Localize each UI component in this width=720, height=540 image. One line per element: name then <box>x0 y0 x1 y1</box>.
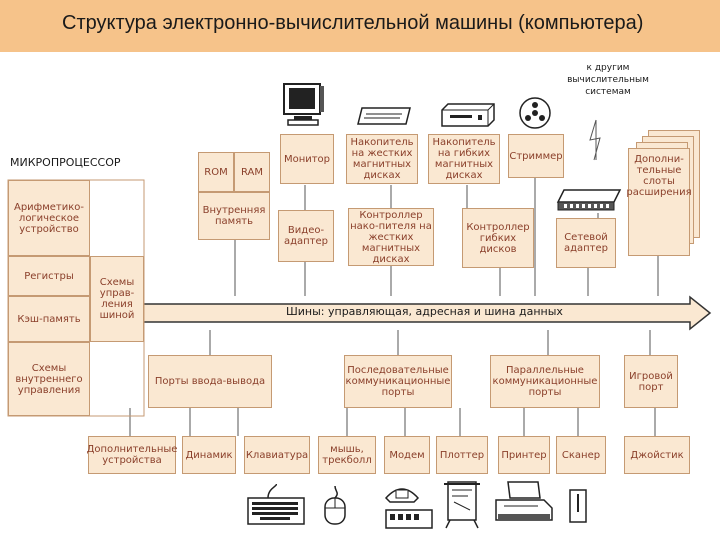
keyboard-icon <box>247 484 305 525</box>
fdd-icon <box>441 103 495 127</box>
hdd-controller-label: Контроллер нако-пителя на жестких магнит… <box>350 209 432 265</box>
bus-control-block: Схемы управ-ления шиной <box>90 256 144 342</box>
internal-control-label: Схемы внутреннего управления <box>15 362 83 396</box>
parallel-ports-label: Параллельные коммуникационные порты <box>492 365 598 398</box>
game-port-block: Игровой порт <box>624 355 678 408</box>
internal-memory-label: Внутренняя память <box>202 205 266 227</box>
microprocessor-label: МИКРОПРОЦЕССОР <box>10 156 121 169</box>
modem-icon <box>384 488 433 529</box>
fdd-controller-label: Контроллер гибких дисков <box>466 221 530 255</box>
fdd-label: Накопитель на гибких магнитных дисках <box>432 137 496 181</box>
io-ports-block: Порты ввода-вывода <box>148 355 272 408</box>
ram-label: RAM <box>240 166 263 178</box>
network-label: к другим вычислительным системам <box>567 63 649 97</box>
monitor-icon <box>283 83 324 126</box>
scanner-label: Сканер <box>561 449 601 461</box>
network-adapter-label: Сетевой адаптер <box>563 232 609 254</box>
rom-label: ROM <box>204 166 228 178</box>
registers-label: Регистры <box>24 270 74 282</box>
hdd-controller-block: Контроллер нако-пителя на жестких магнит… <box>348 208 434 266</box>
mouse-block: мышь, трекболл <box>318 436 376 474</box>
video-adapter-label: Видео-адаптер <box>283 225 329 247</box>
extra-slots-block: Дополни-тельные слоты расширения <box>626 148 692 256</box>
plotter-label: Плоттер <box>439 449 485 461</box>
registers-block: Регистры <box>8 256 90 296</box>
mouse-label: мышь, трекболл <box>322 444 372 466</box>
hdd-icon <box>357 107 411 125</box>
page-title: Структура электронно-вычислительной маши… <box>62 12 644 34</box>
extra-devices-block: Дополнительные устройства <box>86 436 178 474</box>
extra-devices-label: Дополнительные устройства <box>86 444 178 466</box>
modem-block: Модем <box>384 436 430 474</box>
speaker-label: Динамик <box>185 449 233 461</box>
monitor-block: Монитор <box>280 134 334 184</box>
scanner-block: Сканер <box>556 436 606 474</box>
fdd-controller-block: Контроллер гибких дисков <box>462 208 534 268</box>
io-ports-label: Порты ввода-вывода <box>154 376 266 387</box>
fdd-block: Накопитель на гибких магнитных дисках <box>428 134 500 184</box>
network-hub-icon <box>556 189 622 211</box>
plotter-block: Плоттер <box>436 436 488 474</box>
plotter-icon <box>444 481 480 529</box>
bus-control-label: Схемы управ-ления шиной <box>99 277 135 321</box>
printer-icon <box>495 481 553 521</box>
parallel-ports-block: Параллельные коммуникационные порты <box>490 355 600 408</box>
streamer-block: Стриммер <box>508 134 564 178</box>
joystick-block: Джойстик <box>624 436 690 474</box>
title-bar: Структура электронно-вычислительной маши… <box>0 0 720 52</box>
alu-label: Арифметико-логическое устройство <box>13 201 85 235</box>
monitor-label: Монитор <box>283 153 331 165</box>
internal-control-block: Схемы внутреннего управления <box>8 342 90 416</box>
serial-ports-block: Последовательные коммуникационные порты <box>344 355 452 408</box>
rom-block: ROM <box>198 152 234 192</box>
bus-label: Шины: управляющая, адресная и шина данны… <box>286 305 563 318</box>
mouse-icon <box>324 485 346 525</box>
streamer-label: Стриммер <box>509 150 563 162</box>
cache-label: Кэш-память <box>17 313 81 325</box>
printer-block: Принтер <box>498 436 550 474</box>
modem-label: Модем <box>389 449 425 461</box>
hdd-label: Накопитель на жестких магнитных дисках <box>350 137 414 181</box>
serial-ports-label: Последовательные коммуникационные порты <box>345 365 451 398</box>
speaker-block: Динамик <box>182 436 236 474</box>
streamer-icon <box>519 97 551 129</box>
game-port-label: Игровой порт <box>629 370 673 393</box>
network-adapter-block: Сетевой адаптер <box>556 218 616 268</box>
printer-label: Принтер <box>501 449 547 461</box>
cache-block: Кэш-память <box>8 296 90 342</box>
ram-block: RAM <box>234 152 270 192</box>
keyboard-label: Клавиатура <box>245 449 309 461</box>
internal-memory-block: Внутренняя память <box>198 192 270 240</box>
joystick-label: Джойстик <box>630 449 684 461</box>
alu-block: Арифметико-логическое устройство <box>8 180 90 256</box>
hdd-block: Накопитель на жестких магнитных дисках <box>346 134 418 184</box>
extra-slots-label: Дополни-тельные слоты расширения <box>626 154 692 198</box>
joystick-icon <box>569 489 587 523</box>
keyboard-block: Клавиатура <box>244 436 310 474</box>
video-adapter-block: Видео-адаптер <box>278 210 334 262</box>
